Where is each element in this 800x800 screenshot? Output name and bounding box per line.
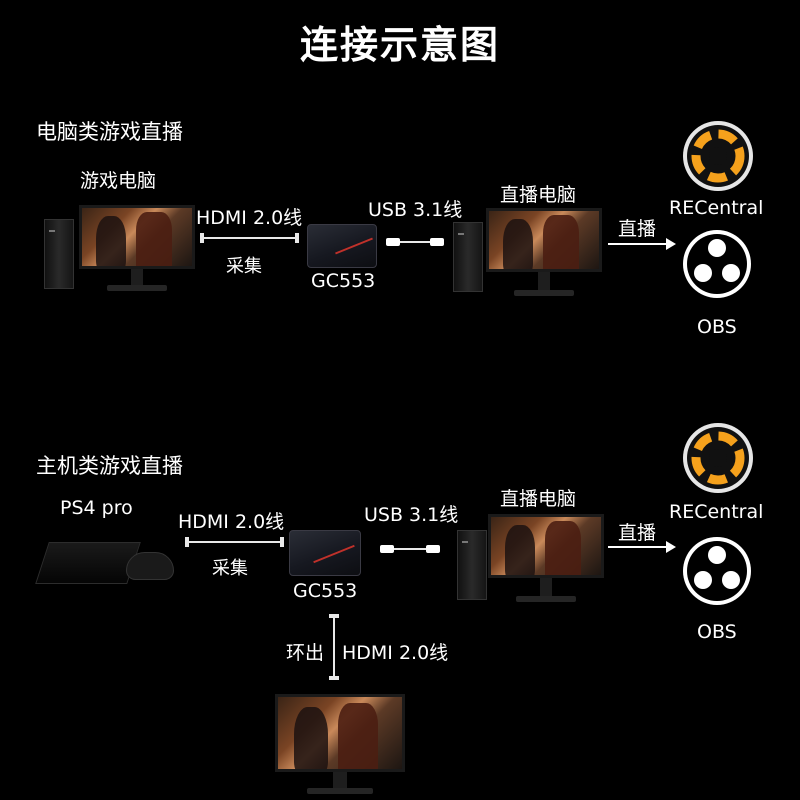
arrow-head-icon: [666, 541, 676, 553]
usb-plug-left: [380, 545, 394, 553]
section2-device-label: GC553: [293, 580, 357, 602]
section2-heading: 主机类游戏直播: [36, 450, 183, 480]
section2-usb-label: USB 3.1线: [364, 500, 458, 527]
section1-source-label: 游戏电脑: [80, 166, 156, 193]
monitor-icon: [486, 208, 602, 300]
section2-live-label: 直播: [618, 518, 656, 545]
section2-app2-label: OBS: [697, 621, 737, 643]
section1-target-label: 直播电脑: [500, 180, 576, 207]
streaming-pc-tower-icon: [453, 222, 483, 292]
controller-icon: [126, 552, 174, 580]
section2-app1-label: RECentral: [669, 501, 763, 523]
usb-cable: [394, 548, 426, 550]
monitor-icon: [79, 205, 195, 295]
arrow-head-icon: [666, 238, 676, 250]
hdmi-cable: [204, 237, 295, 239]
usb-cable: [400, 241, 430, 243]
section1-app1-label: RECentral: [669, 197, 763, 219]
capture-card-icon: [307, 224, 377, 268]
usb-plug-left: [386, 238, 400, 246]
section1-hdmi-label: HDMI 2.0线: [196, 203, 302, 230]
capture-card-icon: [289, 530, 361, 576]
hdmi-plug-right: [295, 233, 299, 243]
section1-capture-label: 采集: [226, 252, 262, 278]
section2-source-label: PS4 pro: [60, 497, 133, 519]
section2-hdmi-label: HDMI 2.0线: [178, 507, 284, 534]
gaming-pc-tower-icon: [44, 219, 74, 289]
recentral-logo-icon: [681, 421, 755, 495]
section1-app2-label: OBS: [697, 316, 737, 338]
page-title: 连接示意图: [0, 14, 800, 69]
usb-plug-right: [430, 238, 444, 246]
section1-usb-label: USB 3.1线: [368, 195, 462, 222]
hdmi-cable: [189, 541, 280, 543]
section1-heading: 电脑类游戏直播: [36, 116, 183, 146]
obs-logo-icon: [682, 229, 752, 299]
passthrough-cable: [333, 618, 335, 676]
recentral-logo-icon: [681, 119, 755, 193]
usb-plug-right: [426, 545, 440, 553]
section2-capture-label: 采集: [212, 554, 248, 580]
arrow-line: [608, 546, 668, 548]
hdmi-plug-bottom: [329, 676, 339, 680]
section1-device-label: GC553: [311, 270, 375, 292]
obs-logo-icon: [682, 536, 752, 606]
streaming-pc-tower-icon: [457, 530, 487, 600]
ps4-console-icon: [35, 542, 141, 584]
hdmi-plug-right: [280, 537, 284, 547]
passthrough-cable-label: HDMI 2.0线: [342, 638, 448, 665]
passthrough-label: 环出: [286, 638, 324, 665]
section2-target-label: 直播电脑: [500, 484, 576, 511]
monitor-icon: [488, 514, 604, 606]
arrow-line: [608, 243, 668, 245]
monitor-icon: [275, 694, 405, 800]
section1-live-label: 直播: [618, 214, 656, 241]
